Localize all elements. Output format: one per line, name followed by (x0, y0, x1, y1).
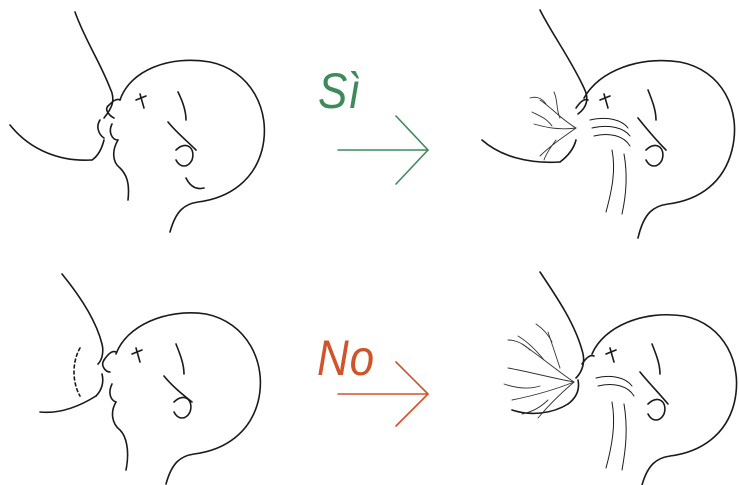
right-arrow-icon (334, 356, 434, 430)
yes-label: Sì (318, 66, 361, 116)
right-arrow-icon (334, 110, 434, 190)
